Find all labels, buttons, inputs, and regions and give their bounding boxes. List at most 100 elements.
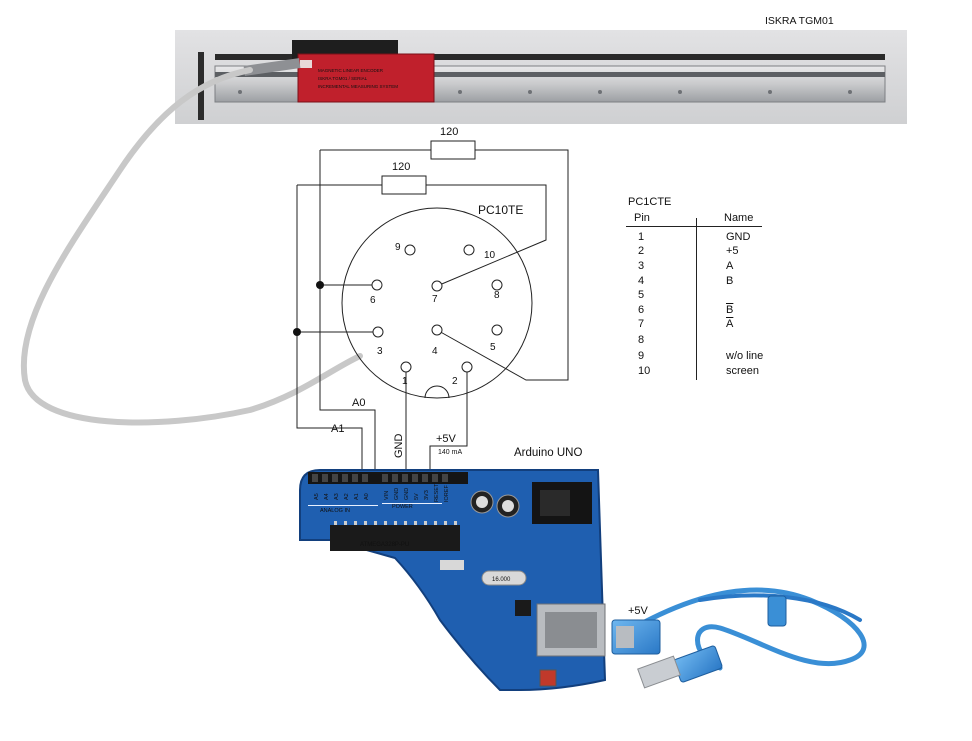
schematic-wires [296, 149, 569, 472]
connector-pin-9 [404, 244, 416, 256]
crystal-label: 16.000 [492, 577, 511, 583]
head-label-3: INCREMENTAL MEASURING SYSTEM [318, 84, 398, 89]
row-name: +5 [726, 245, 739, 257]
row-pin: 1 [638, 231, 645, 243]
row-name: A [726, 260, 734, 272]
hdr-a2: A2 [344, 493, 350, 500]
pin-table-header-pin: Pin [634, 212, 650, 224]
hdr-gnd2: GND [404, 488, 410, 500]
hdr-a5: A5 [314, 493, 320, 500]
label-gnd: GND [393, 434, 405, 459]
reset-button [539, 669, 557, 687]
row-pin: 5 [638, 289, 645, 301]
junction-dot [293, 328, 301, 336]
pin-label-6: 6 [370, 295, 376, 306]
hdr-a1: A1 [354, 493, 360, 500]
connector-pin-7 [431, 280, 443, 292]
hdr-gnd1: GND [394, 488, 400, 500]
hdr-5v: 5V [414, 493, 420, 500]
row-pin: 4 [638, 275, 645, 287]
section-power-label: POWER [392, 504, 413, 510]
section-analog-label: ANALOG IN [320, 508, 350, 514]
label-current: 140 mA [438, 449, 462, 456]
pin-table-caption: PC1CTE [628, 196, 672, 208]
hdr-reset: RESET [434, 483, 440, 502]
pin-table-row: 1 GND [626, 230, 796, 244]
pin-table-header-name: Name [724, 212, 754, 224]
junction-dot [316, 281, 324, 289]
row-name: B [726, 275, 734, 287]
pin-table-row: 7 A [626, 317, 796, 331]
row-name: w/o line [726, 350, 764, 362]
arduino-board: Arduino UNO A5 A4 A3 A2 A1 A0 VIN GND GN… [299, 447, 607, 691]
pin-table-row: 10 screen [626, 364, 796, 378]
pin-label-8: 8 [494, 290, 500, 301]
resistor-mid-label: 120 [392, 161, 410, 173]
connector-pin-5 [491, 324, 503, 336]
resistor-top [430, 140, 476, 160]
encoder-title: ISKRA TGM01 [765, 15, 834, 27]
pin-label-1: 1 [402, 376, 408, 387]
hdr-a4: A4 [324, 493, 330, 500]
connector-pin-4 [431, 324, 443, 336]
row-pin: 6 [638, 304, 645, 316]
pin-label-3: 3 [377, 346, 383, 357]
label-plus5v: +5V [436, 433, 457, 445]
pin-label-5: 5 [490, 342, 496, 353]
hdr-vin: VIN [384, 491, 390, 500]
pin-label-7: 7 [432, 294, 438, 305]
connector-pin-8 [491, 279, 503, 291]
label-a1: A1 [331, 423, 344, 435]
pin-table-row: 9 w/o line [626, 349, 796, 363]
encoder-photo: ISKRA TGM01 MAGNETIC LINEAR ENCODER ISKR… [175, 15, 907, 124]
connector-pin-3 [372, 326, 384, 338]
usb-cable: +5V [611, 587, 867, 689]
pin-label-4: 4 [432, 346, 438, 357]
chip-label: ATMEGA328P-PU [360, 542, 409, 548]
hdr-a0: A0 [364, 493, 370, 500]
pin-table-row: 3 A [626, 259, 796, 273]
hdr-3v3: 3V3 [424, 490, 430, 500]
row-pin: 8 [638, 334, 645, 346]
resistor-mid [381, 175, 427, 195]
atmega-chip [330, 525, 460, 551]
connector-title: PC10TE [478, 203, 523, 217]
row-pin: 2 [638, 245, 645, 257]
resistor-top-label: 120 [440, 126, 458, 138]
pin-table-row: 6 B [626, 303, 796, 317]
row-pin: 10 [638, 365, 651, 377]
pin-table-row: 2 +5 [626, 244, 796, 258]
label-a0: A0 [352, 397, 365, 409]
pin-table-column-rule [696, 218, 697, 380]
row-pin: 9 [638, 350, 645, 362]
row-name: GND [726, 231, 751, 243]
head-label-2: ISKRA TGM01 / SERIAL [318, 76, 368, 81]
pc10te-connector: PC10TE 9 10 6 7 8 3 4 5 1 2 [341, 203, 533, 399]
pin-table-row: 8 [626, 333, 796, 347]
connector-pin-1 [400, 361, 412, 373]
ferrite-bead [767, 595, 787, 627]
row-name: B [726, 304, 734, 316]
pin-label-2: 2 [452, 376, 458, 387]
crystal [481, 570, 527, 586]
head-label-1: MAGNETIC LINEAR ENCODER [318, 68, 384, 73]
connector-pin-2 [461, 361, 473, 373]
encoder-cable [20, 67, 363, 426]
hdr-ioref: IOREF [444, 485, 450, 502]
hdr-a3: A3 [334, 493, 340, 500]
pin-label-10: 10 [484, 250, 496, 261]
row-name: screen [726, 365, 760, 377]
pin-table-divider [626, 226, 762, 227]
row-pin: 3 [638, 260, 645, 272]
pin-table-row: 5 [626, 288, 796, 302]
row-name: A [726, 318, 734, 330]
pin-label-9: 9 [395, 242, 401, 253]
usb-label: +5V [628, 605, 649, 617]
usb-a-plug [673, 645, 723, 683]
arduino-title: Arduino UNO [514, 447, 582, 459]
row-pin: 7 [638, 318, 645, 330]
pin-table-row: 4 B [626, 274, 796, 288]
connector-pin-6 [371, 279, 383, 291]
connector-pin-10 [463, 244, 475, 256]
